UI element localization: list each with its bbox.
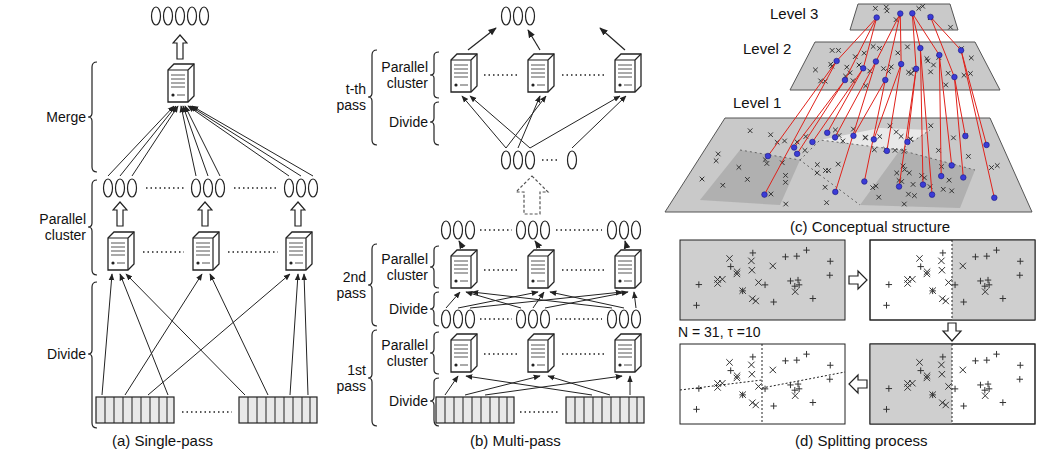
pass-label: t-th pass <box>324 81 366 113</box>
panel-caption: (a) Single-pass <box>112 432 252 449</box>
single-pass-figure <box>88 7 318 428</box>
stage-label: Parallel cluster <box>32 211 86 243</box>
pass-label: 2nd pass <box>324 269 366 301</box>
stage-label: Parallel cluster <box>374 59 428 91</box>
stage-label: Parallel cluster <box>374 251 428 283</box>
stage-label: Divide <box>32 346 86 362</box>
pass-label: 1st pass <box>324 362 366 394</box>
stage-label: Divide <box>374 301 428 317</box>
multi-pass-figure <box>368 7 644 426</box>
level-label: Level 2 <box>743 40 813 57</box>
stage-label: Parallel cluster <box>374 337 428 369</box>
stage-label: Divide <box>374 393 428 409</box>
parameter-note: N = 31, τ =10 <box>678 324 798 340</box>
panel-caption: (d) Splitting process <box>795 432 995 449</box>
stage-label: Divide <box>374 114 428 130</box>
conceptual-structure-figure <box>665 4 1032 212</box>
level-label: Level 3 <box>770 5 840 22</box>
level-label: Level 1 <box>733 94 803 111</box>
panel-caption: (b) Multi-pass <box>470 432 600 449</box>
panel-caption: (c) Conceptual structure <box>790 218 990 235</box>
stage-label: Merge <box>32 109 86 125</box>
